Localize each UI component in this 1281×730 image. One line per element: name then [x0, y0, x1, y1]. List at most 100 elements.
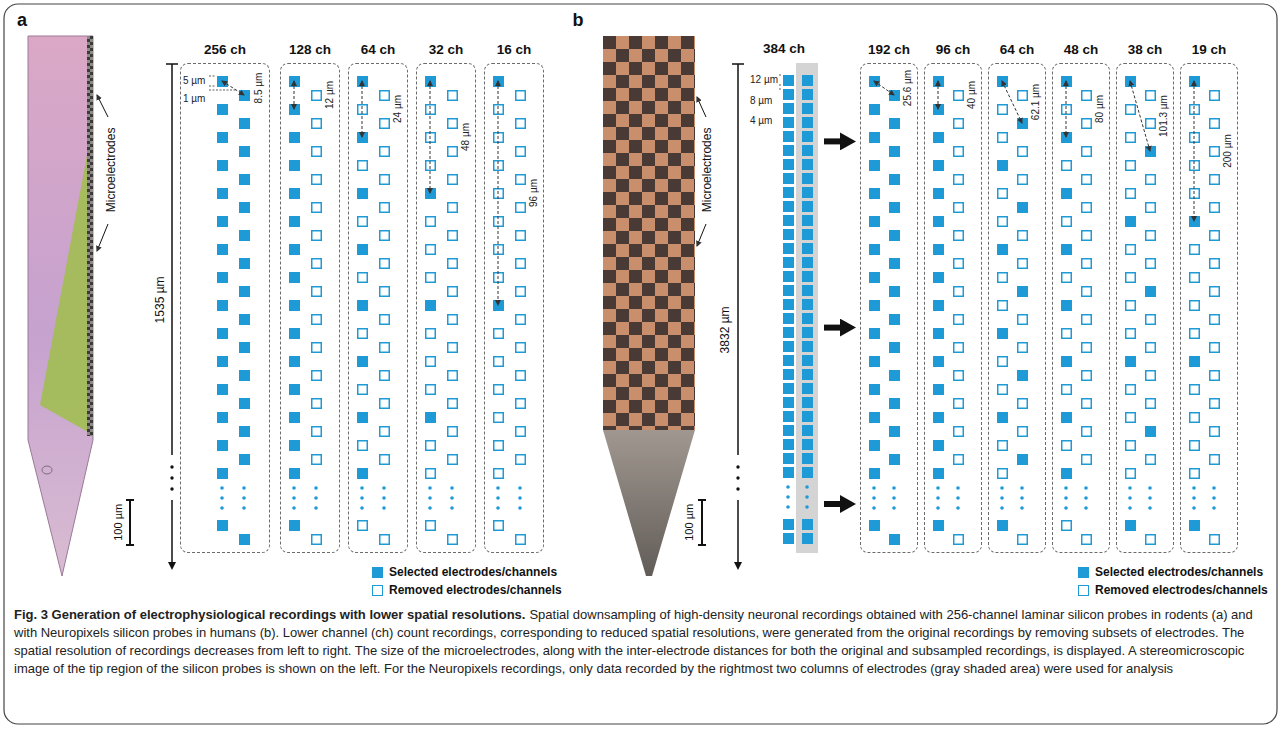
removed-electrode [1018, 175, 1028, 185]
selected-electrode [890, 91, 900, 101]
removed-electrode [448, 455, 458, 465]
selected-electrode [784, 76, 794, 86]
removed-electrode [1146, 175, 1156, 185]
selected-electrode [1146, 287, 1156, 297]
channel-count: 128 ch [289, 42, 331, 58]
selected-electrode [784, 146, 794, 156]
selected-electrode [290, 245, 300, 255]
continuation-dot [496, 496, 500, 500]
electrode-column: 384 ch12 µm8 µm4 µm [748, 63, 820, 553]
selected-electrode [1018, 119, 1028, 129]
removed-electrode [426, 329, 436, 339]
continuation-dot [1084, 506, 1088, 510]
length-arrow [732, 64, 744, 562]
selected-electrode [218, 301, 228, 311]
removed-electrode [380, 371, 390, 381]
removed-electrode [380, 119, 390, 129]
dimension-arrow [1002, 81, 1022, 123]
removed-electrode [448, 231, 458, 241]
probe-shank [28, 36, 93, 576]
selected-electrode [803, 370, 813, 380]
selected-electrode [218, 521, 228, 531]
removed-electrode [1082, 259, 1092, 269]
subsample-box: 192 ch25.6 µm [860, 63, 918, 553]
selected-electrode [803, 132, 813, 142]
removed-electrode [1210, 147, 1220, 157]
removed-electrode [1210, 371, 1220, 381]
dimension-tick [209, 90, 237, 91]
continuation-dot [1148, 496, 1152, 500]
selected-electrode [803, 454, 813, 464]
selected-electrode [218, 217, 228, 227]
continuation-dot [805, 505, 809, 509]
removed-electrode [380, 175, 390, 185]
continuation-dot [382, 506, 386, 510]
dimension-label: 40 µm [966, 81, 978, 109]
probe-defect [42, 466, 52, 474]
selected-electrode [218, 357, 228, 367]
selected-electrode [934, 441, 944, 451]
removed-electrode [426, 441, 436, 451]
selected-electrode [218, 329, 228, 339]
selected-electrode [890, 259, 900, 269]
removed-electrode [1210, 231, 1220, 241]
selected-electrode [1062, 413, 1072, 423]
removed-electrode [1210, 535, 1220, 545]
selected-electrode [934, 273, 944, 283]
selected-electrode [358, 245, 368, 255]
removed-electrode [1210, 203, 1220, 213]
continuation-dot [1000, 496, 1004, 500]
removed-electrode [954, 287, 964, 297]
continuation-dot [786, 485, 790, 489]
selected-electrode [290, 217, 300, 227]
selected-electrode [240, 427, 250, 437]
continuation-dot [936, 496, 940, 500]
removed-electrode [312, 287, 322, 297]
selected-electrode [784, 160, 794, 170]
removed-electrode [1018, 147, 1028, 157]
removed-electrode [312, 175, 322, 185]
selected-electrode [934, 329, 944, 339]
dimension-label: 8.5 µm [253, 73, 265, 104]
selected-electrode [870, 217, 880, 227]
continuation-dot [428, 486, 432, 490]
flow-arrow [824, 138, 844, 144]
selected-electrode [290, 413, 300, 423]
continuation-dot [450, 506, 454, 510]
selected-electrode [870, 469, 880, 479]
removed-electrode [516, 399, 526, 409]
removed-electrode [998, 357, 1008, 367]
removed-electrode [1126, 161, 1136, 171]
selected-electrode [1018, 371, 1028, 381]
continuation-dot [956, 506, 960, 510]
removed-electrode [358, 385, 368, 395]
continuation-dot [292, 506, 296, 510]
selected-electrode [934, 189, 944, 199]
removed-electrode [998, 217, 1008, 227]
selected-electrode [784, 230, 794, 240]
selected-electrode [803, 258, 813, 268]
selected-electrode [240, 455, 250, 465]
selected-electrode [890, 315, 900, 325]
selected-electrode [890, 203, 900, 213]
selected-electrode [784, 132, 794, 142]
removed-electrode [448, 371, 458, 381]
selected-electrode [358, 133, 368, 143]
selected-electrode [290, 301, 300, 311]
continuation-dot [1084, 496, 1088, 500]
removed-electrode [516, 343, 526, 353]
continuation-dot [1192, 506, 1196, 510]
legend-text: Removed electrodes/channels [1095, 583, 1268, 597]
channel-count: 96 ch [936, 42, 971, 58]
removed-electrode [1210, 119, 1220, 129]
continuation-dot [314, 506, 318, 510]
dimension-label: 101.3 µm [1158, 95, 1170, 137]
removed-electrode [1018, 399, 1028, 409]
removed-electrode [358, 273, 368, 283]
electrode-array [861, 64, 919, 554]
electrode-array [485, 64, 545, 554]
continuation-dot [242, 506, 246, 510]
selected-electrode [1062, 189, 1072, 199]
removed-electrode [1082, 315, 1092, 325]
removed-electrode [1062, 521, 1072, 531]
